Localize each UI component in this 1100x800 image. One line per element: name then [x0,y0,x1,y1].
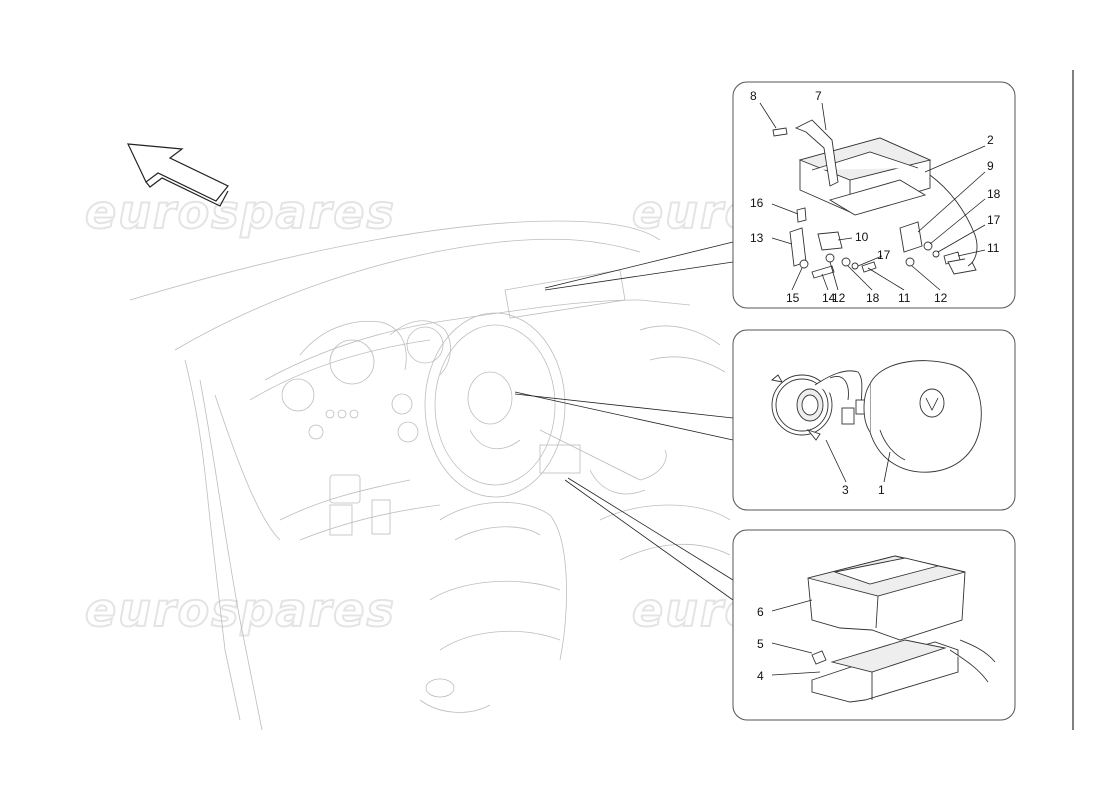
leader-3 [825,439,847,483]
washer-17b [932,250,940,258]
callout-15: 15 [786,291,800,305]
callout-11a: 11 [987,241,1000,255]
callout-11b: 11 [898,291,911,305]
bolt-11a [861,261,877,273]
watermark-bottom-left: eurospares [85,583,396,637]
callout-18b: 18 [866,291,880,305]
direction-arrow-icon [127,143,229,207]
washer-15 [799,259,809,269]
panel-passenger-airbag: 8 7 2 9 16 13 10 18 17 11 17 15 14 12 18… [732,81,1016,309]
callout-5: 5 [757,637,764,651]
callout-8: 8 [750,89,757,103]
steering-airbag [863,360,982,473]
panel-airbag-control-unit: 6 5 4 [732,529,1016,721]
washer-17a [851,262,859,270]
bracket-10 [817,231,843,251]
callout-16: 16 [750,196,764,210]
airbag-harness [929,174,978,267]
panel-driver-airbag: 3 1 [732,329,1016,511]
car-interior-illustration [129,220,731,731]
callout-17b: 17 [877,248,891,262]
leader-1 [883,451,891,483]
nut-5 [811,650,827,665]
nut-12a [825,253,835,263]
callout-12b: 12 [934,291,948,305]
callout-10: 10 [855,230,869,244]
bracket-top [794,119,839,187]
callout-14: 14 [822,291,836,305]
callout-3: 3 [842,483,849,497]
leader-lines [514,241,734,601]
callout-13: 13 [750,231,764,245]
callout-18a: 18 [987,187,1001,201]
clock-spring [770,370,867,441]
leader-5 [771,642,813,654]
leader-6 [771,599,813,612]
screw-8 [772,127,788,137]
screw-16 [796,207,807,223]
control-unit-cover [807,555,966,641]
callout-9: 9 [987,159,994,173]
nut-12b [905,257,915,267]
airbag-control-unit [811,639,996,703]
callout-2: 2 [987,133,994,147]
callout-17a: 17 [987,213,1001,227]
callout-12a: 12 [832,291,846,305]
callout-1: 1 [878,483,885,497]
bracket-9 [899,221,923,253]
callout-7: 7 [815,89,822,103]
top-panel-leaders [759,102,986,291]
callout-6: 6 [757,605,764,619]
bolt-14 [811,265,835,279]
watermark-top-left: eurospares [85,185,396,239]
leader-4 [771,671,821,676]
callout-4: 4 [757,669,764,683]
washer-18a [841,257,851,267]
